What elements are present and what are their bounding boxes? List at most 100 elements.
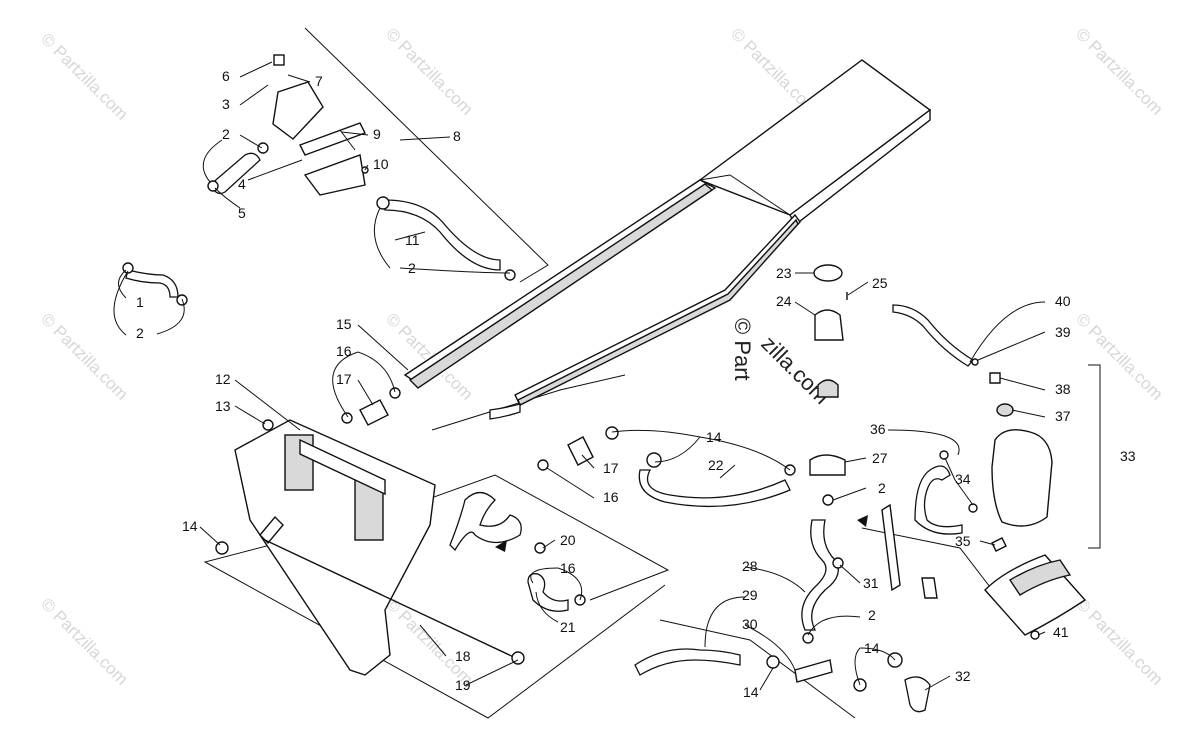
group-outline-lower-center xyxy=(659,619,856,719)
watermark-text: © Partzilla.com xyxy=(37,594,131,688)
callout-3: 3 xyxy=(222,96,230,112)
callout-numbers: 6 7 3 2 9 8 10 4 5 11 2 1 2 15 16 17 12 … xyxy=(136,68,1136,700)
callout-32: 32 xyxy=(955,668,971,684)
clamp-2 xyxy=(802,632,814,644)
callout-2: 2 xyxy=(136,325,144,341)
clamp-2 xyxy=(822,494,834,506)
callout-8: 8 xyxy=(453,128,461,144)
cap-23 xyxy=(813,264,843,282)
hose-1 xyxy=(125,269,179,298)
callout-13: 13 xyxy=(215,398,231,414)
callout-17: 17 xyxy=(336,371,352,387)
callout-41: 41 xyxy=(1053,624,1069,640)
bracket-41 xyxy=(881,503,1087,640)
watermark-text: © Partzilla.com xyxy=(382,24,476,118)
callout-25: 25 xyxy=(872,275,888,291)
watermark-text: © Partzilla.com xyxy=(1072,309,1166,403)
callout-16: 16 xyxy=(336,343,352,359)
housing-cap-3 xyxy=(272,81,324,140)
group-outline-mid xyxy=(431,374,626,431)
watermark-text: © Partzilla.com xyxy=(37,29,131,123)
callout-14: 14 xyxy=(706,429,722,445)
elbow-32 xyxy=(904,676,931,713)
thermostat xyxy=(817,379,839,398)
callout-7: 7 xyxy=(315,73,323,89)
clamp-2 xyxy=(504,269,516,281)
callout-39: 39 xyxy=(1055,324,1071,340)
callout-40: 40 xyxy=(1055,293,1071,309)
center-hoses xyxy=(449,426,796,612)
coupler-17b xyxy=(567,436,594,466)
hose-11 xyxy=(384,199,501,271)
callout-37: 37 xyxy=(1055,408,1071,424)
callout-14: 14 xyxy=(743,684,759,700)
nut-13 xyxy=(262,419,274,431)
hose-40 xyxy=(892,304,974,367)
callout-2: 2 xyxy=(408,260,416,276)
heat-exchanger-left-rail-shade xyxy=(408,183,714,389)
bolt-41 xyxy=(1030,630,1040,640)
hose-20 xyxy=(449,491,522,552)
lower-hoses xyxy=(634,519,931,713)
coupler-17 xyxy=(359,399,389,426)
callout-11: 11 xyxy=(405,232,420,248)
callout-9: 9 xyxy=(373,126,381,142)
bracket-clip xyxy=(921,577,938,599)
clamp-2 xyxy=(376,196,390,210)
callout-34: 34 xyxy=(955,471,971,487)
group-outline-8 xyxy=(304,27,549,283)
callout-16: 16 xyxy=(603,489,619,505)
direction-arrows xyxy=(495,515,868,552)
bracket-arm xyxy=(881,503,901,592)
callout-6: 6 xyxy=(222,68,230,84)
callout-33: 33 xyxy=(1120,448,1136,464)
screw-6 xyxy=(273,54,285,66)
callout-14: 14 xyxy=(182,518,198,534)
callout-2: 2 xyxy=(878,480,886,496)
clamp-14 xyxy=(766,655,780,669)
clamp-34 xyxy=(939,450,949,460)
callout-21: 21 xyxy=(560,619,576,635)
clamp-34 xyxy=(968,503,978,513)
fitting-38 xyxy=(989,372,1001,384)
callout-31: 31 xyxy=(863,575,879,591)
filler-neck-24 xyxy=(814,309,844,341)
clamp-16 xyxy=(389,387,401,399)
tunnel-line-2 xyxy=(729,174,791,216)
gasket-4 xyxy=(299,122,366,156)
callout-19: 19 xyxy=(455,677,471,693)
connector-15-17 xyxy=(341,387,401,426)
heat-exchanger-right-rail xyxy=(514,213,801,406)
frame-crossbar xyxy=(299,438,386,496)
callout-27: 27 xyxy=(872,450,888,466)
callout-29: 29 xyxy=(742,587,758,603)
coolant-tank-assembly xyxy=(892,304,1053,552)
callout-15: 15 xyxy=(336,316,352,332)
clamp-2 xyxy=(257,142,269,154)
clamp-20 xyxy=(534,542,546,554)
arrow-icon xyxy=(495,540,507,552)
clamp-14 xyxy=(215,541,229,555)
callout-17: 17 xyxy=(603,460,619,476)
bolt-9 xyxy=(339,129,356,151)
elbow-21 xyxy=(527,573,569,612)
arrow-icon xyxy=(857,515,868,527)
callout-28: 28 xyxy=(742,558,758,574)
callout-20: 20 xyxy=(560,532,576,548)
tunnel-line xyxy=(699,174,731,181)
coolant-tank xyxy=(991,429,1053,527)
thermostat-assembly xyxy=(207,54,516,281)
watermark-text: © Partzilla.com xyxy=(1072,24,1166,118)
callout-2: 2 xyxy=(868,607,876,623)
callout-10: 10 xyxy=(373,156,389,172)
front-frame xyxy=(215,419,525,676)
watermark-text: © Partzilla.com xyxy=(1072,594,1166,688)
clamp-16 xyxy=(537,459,549,471)
callout-30: 30 xyxy=(742,616,758,632)
housing-27 xyxy=(809,454,846,476)
group-outline-41 xyxy=(861,527,1001,601)
callout-4: 4 xyxy=(238,176,246,192)
watermark-text: © Partzilla.com xyxy=(37,309,131,403)
callout-2: 2 xyxy=(222,126,230,142)
